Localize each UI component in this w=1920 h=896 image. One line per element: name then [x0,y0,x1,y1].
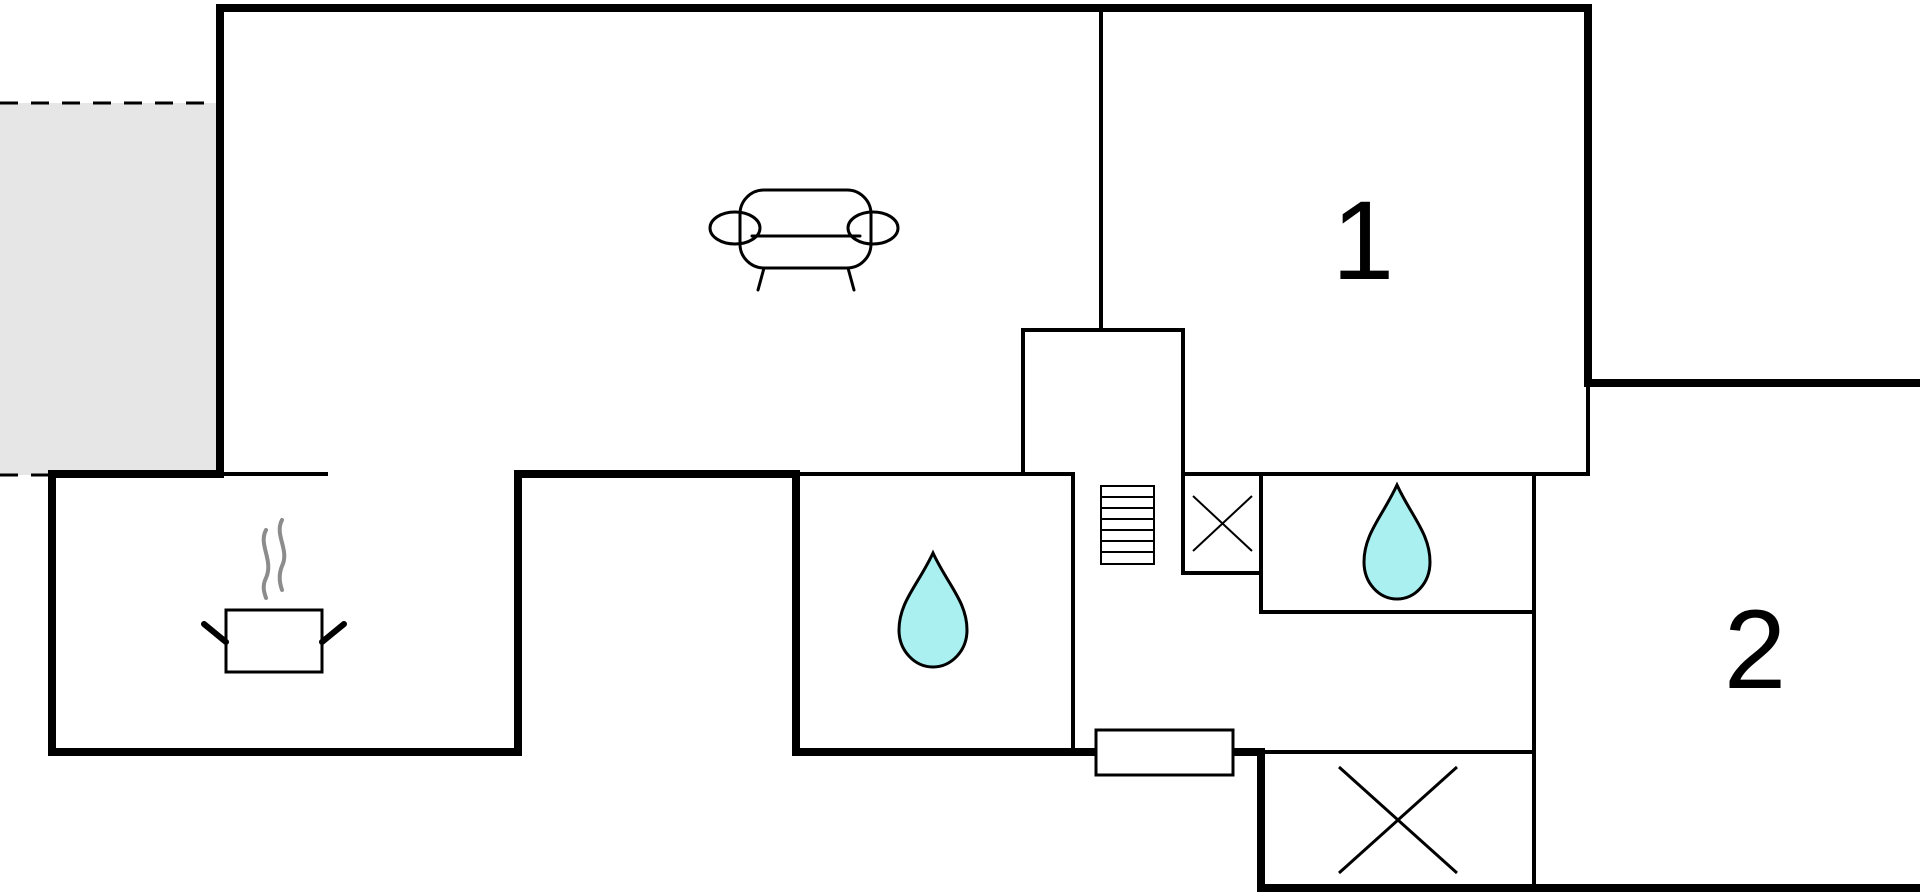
room-label-bedroom-2: 2 [1724,587,1786,712]
wall-kitchen [48,470,1101,756]
window-icon [1094,728,1235,777]
cooking-pot-icon [201,518,347,674]
wall-south [1233,748,1920,892]
interior-walls [218,6,1590,890]
stairs-icon [1100,485,1155,565]
wall-bath1 [794,472,1075,754]
wall-north [216,4,1920,476]
sofa-icon [708,188,900,292]
outer-walls [48,4,1920,892]
terrace-area [0,103,220,475]
cross-icon [1337,765,1459,875]
room-label-bedroom-1: 1 [1332,178,1394,303]
wall-hall-box [1021,328,1263,575]
cross-icon [1192,495,1253,552]
water-drop-icon [897,549,969,669]
water-drop-icon [1362,481,1432,601]
